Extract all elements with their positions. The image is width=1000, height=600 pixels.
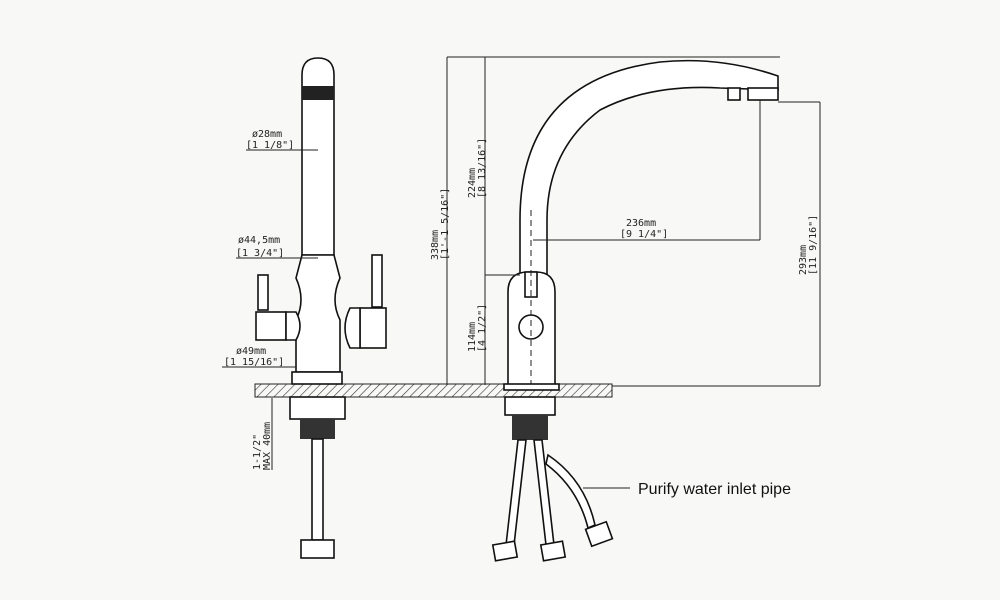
spout-height-mm: 224mm bbox=[467, 168, 478, 198]
body-height-mm: 114mm bbox=[467, 322, 478, 352]
base-diameter-mm: ø49mm bbox=[236, 346, 266, 357]
deck-thickness-mm: MAX 40mm bbox=[262, 422, 273, 470]
inlet-pipe-callout: Purify water inlet pipe bbox=[638, 481, 791, 498]
body-diameter-mm: ø44,5mm bbox=[238, 235, 280, 246]
spout-height-inch: [8 13/16"] bbox=[477, 138, 488, 198]
deck-thickness-inch: 1-1/2" bbox=[252, 434, 263, 470]
right-faucet-view bbox=[446, 56, 821, 562]
outlet-height-inch: [11 9/16"] bbox=[808, 215, 819, 275]
total-height-inch: [1'-1 5/16"] bbox=[440, 188, 451, 260]
spout-diameter-inch: [1 1/8"] bbox=[246, 140, 294, 151]
left-faucet-view bbox=[222, 57, 387, 559]
outlet-height-mm: 293mm bbox=[798, 245, 809, 275]
body-height-inch: [4 1/2"] bbox=[477, 304, 488, 352]
reach-mm: 236mm bbox=[626, 218, 656, 229]
body-diameter-inch: [1 3/4"] bbox=[236, 248, 284, 259]
reach-inch: [9 1/4"] bbox=[620, 229, 668, 240]
spout-diameter-mm: ø28mm bbox=[252, 129, 282, 140]
base-diameter-inch: [1 15/16"] bbox=[224, 357, 284, 368]
total-height-mm: 338mm bbox=[430, 230, 441, 260]
